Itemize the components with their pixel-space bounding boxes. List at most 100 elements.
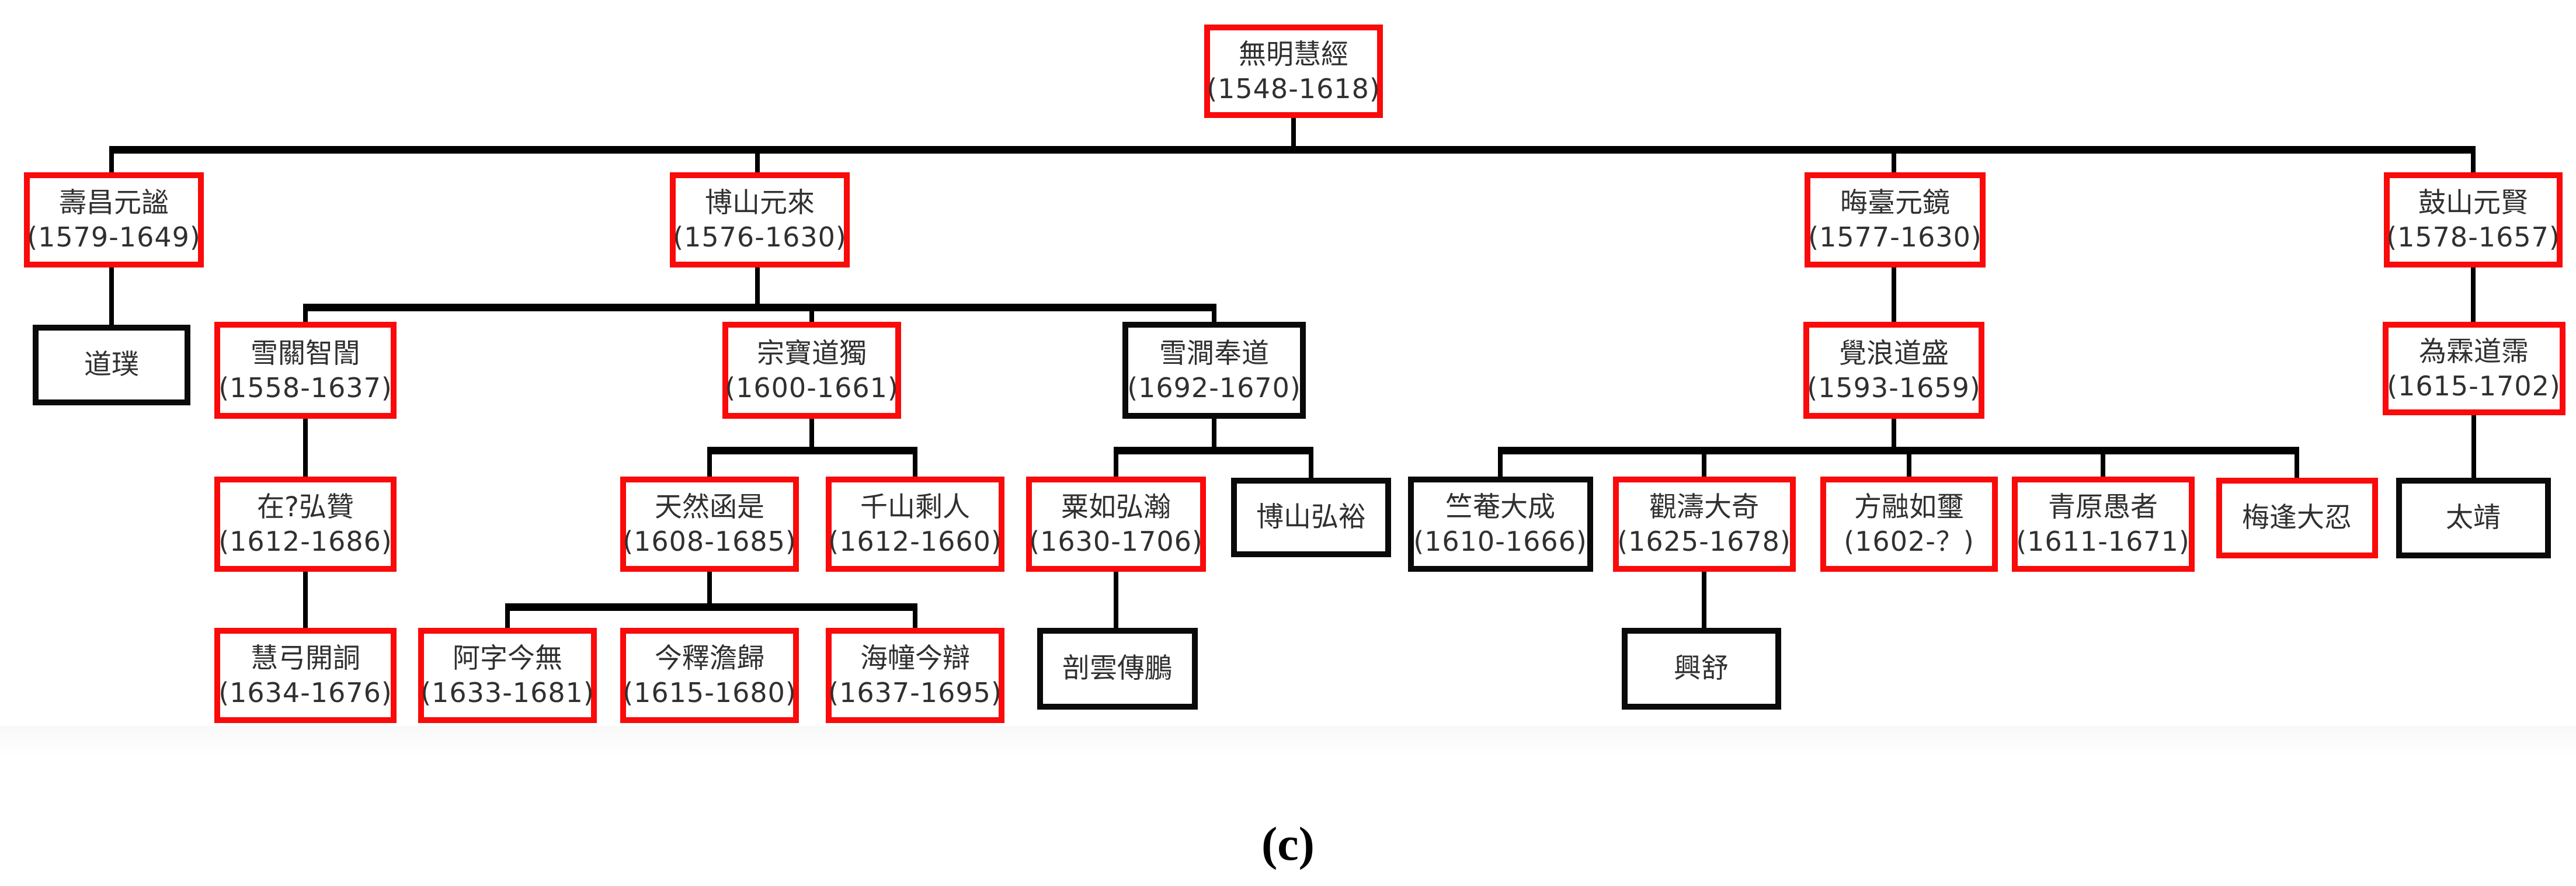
person-node-zai-hongzan: 在?弘贊(1612-1686) — [214, 477, 397, 572]
person-name: 宗寶道獨 — [757, 337, 867, 370]
person-dates: (1692-1670) — [1127, 371, 1301, 404]
person-dates: (1612-1660) — [828, 526, 1002, 558]
person-node-tianran-hanshi: 天然函是(1608-1685) — [620, 477, 799, 572]
connector-vertical-line — [303, 570, 308, 630]
person-node-weilin-daopei: 為霖道霈(1615-1702) — [2382, 322, 2565, 415]
connector-vertical-line — [1498, 447, 1503, 479]
person-node-suru-honghan: 粟如弘瀚(1630-1706) — [1026, 477, 1206, 572]
person-name: 慧弓開詷 — [251, 642, 360, 675]
person-name: 雪澗奉道 — [1159, 337, 1269, 370]
person-node-zhuan-dacheng: 竺菴大成(1610-1666) — [1407, 477, 1593, 572]
connector-bus-line — [303, 304, 1216, 311]
person-node-boshan-yuanlai: 博山元來(1576-1630) — [670, 172, 850, 267]
connector-vertical-line — [303, 417, 308, 479]
person-node-taijing: 太靖 — [2396, 478, 2551, 558]
person-name: 方融如璽 — [1854, 491, 1964, 524]
connector-vertical-line — [1907, 447, 1911, 479]
person-node-xuejian-fengdao: 雪澗奉道(1692-1670) — [1122, 322, 1306, 419]
person-name: 阿字今無 — [453, 642, 562, 675]
person-name: 無明慧經 — [1239, 38, 1348, 71]
connector-vertical-line — [1291, 118, 1296, 154]
person-node-azi-jinwu: 阿字今無(1633-1681) — [418, 628, 597, 723]
person-name: 晦臺元鏡 — [1840, 187, 1950, 220]
person-node-jinshi-dangui: 今釋澹歸(1615-1680) — [620, 628, 799, 723]
person-node-gushan-yuanxian: 鼓山元賢(1578-1657) — [2384, 172, 2563, 267]
person-node-guantao-daqi: 觀濤大奇(1625-1678) — [1612, 477, 1796, 572]
connector-vertical-line — [109, 266, 114, 327]
person-node-haichuang-jinbian: 海幢今辯(1637-1695) — [826, 628, 1004, 723]
person-dates: (1579-1649) — [27, 221, 201, 253]
connector-vertical-line — [1892, 417, 1896, 454]
figure-caption: (c) — [1261, 817, 1315, 870]
person-dates: (1602-？) — [1844, 526, 1974, 558]
connector-vertical-line — [809, 304, 814, 324]
person-dates: (1610-1666) — [1413, 526, 1587, 558]
person-dates: (1630-1706) — [1029, 526, 1203, 558]
person-dates: (1625-1678) — [1617, 526, 1791, 558]
connector-vertical-line — [1114, 570, 1118, 630]
connector-vertical-line — [1114, 447, 1118, 479]
connector-vertical-line — [1702, 570, 1706, 630]
connector-vertical-line — [809, 417, 814, 454]
connector-vertical-line — [1892, 266, 1896, 324]
person-dates: (1558-1637) — [218, 371, 392, 404]
person-dates: (1634-1676) — [218, 677, 392, 709]
connector-vertical-line — [1212, 304, 1216, 324]
person-name: 鼓山元賢 — [2418, 187, 2528, 220]
person-dates: (1593-1659) — [1807, 371, 1981, 404]
connector-vertical-line — [1212, 417, 1216, 454]
connector-vertical-line — [303, 304, 308, 324]
connector-bus-line — [1498, 447, 2299, 454]
person-dates: (1548-1618) — [1207, 72, 1381, 105]
person-node-huigong-kaitong: 慧弓開詷(1634-1676) — [214, 628, 397, 723]
person-node-boshan-hongyu: 博山弘裕 — [1231, 478, 1391, 557]
person-name: 梅逢大忍 — [2242, 502, 2352, 534]
person-name: 為霖道霈 — [2419, 335, 2529, 368]
person-dates: (1611-1671) — [2016, 526, 2190, 558]
person-node-qianshan-shengren: 千山剩人(1612-1660) — [826, 477, 1004, 572]
person-name: 壽昌元謐 — [59, 187, 169, 220]
person-node-meifeng-daren: 梅逢大忍 — [2216, 478, 2378, 558]
connector-vertical-line — [1702, 447, 1706, 479]
person-node-pouyun-chuanpeng: 剖雲傳鵬 — [1037, 628, 1198, 710]
person-dates: (1577-1630) — [1808, 221, 1982, 253]
person-name: 觀濤大奇 — [1649, 491, 1759, 524]
person-node-fangrong-ruxi: 方融如璽(1602-？) — [1820, 477, 1998, 572]
connector-vertical-line — [707, 447, 712, 479]
connector-vertical-line — [913, 447, 917, 479]
person-node-juelang-daosheng: 覺浪道盛(1593-1659) — [1803, 322, 1984, 419]
person-dates: (1633-1681) — [420, 677, 595, 709]
person-dates: (1576-1630) — [673, 221, 847, 253]
person-node-zongbao-daodu: 宗寶道獨(1600-1661) — [722, 322, 901, 419]
person-node-wuming-huijing: 無明慧經(1548-1618) — [1204, 25, 1383, 118]
connector-vertical-line — [505, 603, 510, 630]
figure-bottom-shade — [0, 726, 2576, 756]
connector-vertical-line — [2295, 447, 2299, 480]
person-name: 博山弘裕 — [1256, 501, 1366, 534]
person-name: 興舒 — [1674, 652, 1729, 685]
person-dates: (1608-1685) — [623, 526, 797, 558]
person-node-shouchang-yuanmi: 壽昌元謐(1579-1649) — [24, 172, 204, 267]
person-name: 天然函是 — [655, 491, 764, 524]
person-name: 道璞 — [84, 349, 139, 381]
person-node-huitai-yuanjing: 晦臺元鏡(1577-1630) — [1805, 172, 1986, 267]
person-name: 粟如弘瀚 — [1061, 491, 1171, 524]
connector-vertical-line — [2101, 447, 2105, 479]
person-name: 太靖 — [2446, 502, 2501, 534]
connector-vertical-line — [1309, 447, 1313, 480]
person-name: 覺浪道盛 — [1839, 337, 1949, 370]
person-node-qingyuan-yuzhe: 青原愚者(1611-1671) — [2011, 477, 2195, 572]
person-node-xingshu: 興舒 — [1621, 628, 1781, 710]
person-name: 千山剩人 — [860, 491, 970, 524]
person-dates: (1612-1686) — [218, 526, 392, 558]
connector-vertical-line — [2471, 266, 2476, 324]
connector-vertical-line — [2471, 414, 2476, 480]
person-dates: (1578-1657) — [2386, 221, 2560, 253]
person-name: 在?弘贊 — [257, 491, 354, 524]
person-name: 博山元來 — [705, 187, 815, 220]
connector-vertical-line — [913, 603, 917, 630]
connector-vertical-line — [707, 570, 712, 611]
person-name: 雪關智誾 — [251, 337, 360, 370]
person-name: 剖雲傳鵬 — [1062, 652, 1172, 685]
